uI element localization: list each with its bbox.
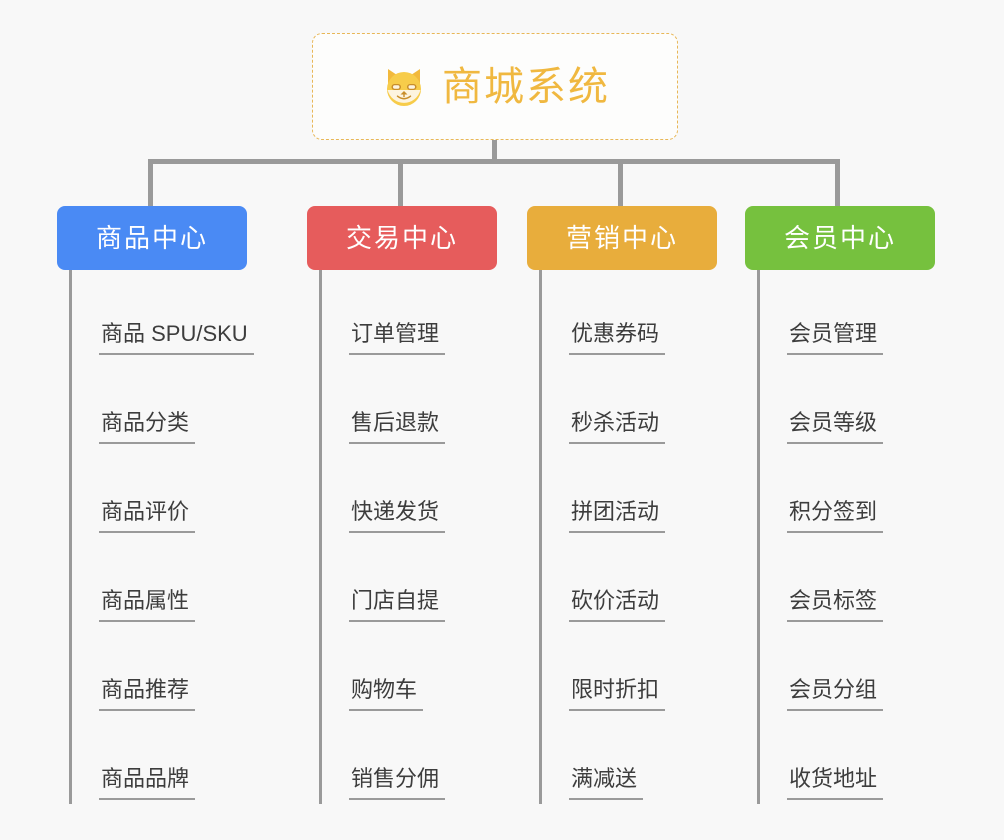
leaf-label: 限时折扣 (569, 677, 666, 711)
leaf-item[interactable]: 购物车 (319, 626, 497, 715)
leaf-label: 购物车 (349, 677, 424, 711)
leaf-label: 商品属性 (99, 588, 196, 622)
leaf-label: 优惠券码 (569, 321, 666, 355)
leaf-item[interactable]: 商品品牌 (69, 715, 247, 804)
branch-spine-1 (69, 270, 72, 804)
leaf-item[interactable]: 销售分佣 (319, 715, 497, 804)
connector-horizontal-bus (148, 159, 840, 164)
leaf-item[interactable]: 会员等级 (757, 359, 935, 448)
leaf-item[interactable]: 会员分组 (757, 626, 935, 715)
leaf-item[interactable]: 商品 SPU/SKU (69, 270, 254, 359)
leaf-label: 快递发货 (349, 499, 446, 533)
leaf-label: 收货地址 (787, 766, 884, 800)
branch-header-label: 营销中心 (565, 223, 678, 253)
leaf-label: 积分签到 (787, 499, 884, 533)
leaf-label: 商品 SPU/SKU (99, 321, 254, 355)
leaf-item[interactable]: 积分签到 (757, 448, 935, 537)
branch-leaf-list-4: 会员管理 会员等级 积分签到 会员标签 会员分组 收货地址 (745, 270, 935, 804)
leaf-label: 秒杀活动 (569, 410, 666, 444)
leaf-item[interactable]: 商品属性 (69, 537, 247, 626)
branch-header-1[interactable]: 商品中心 (57, 206, 247, 270)
branch-spine-4 (757, 270, 760, 804)
branch-header-label: 会员中心 (783, 223, 896, 253)
branch-leaf-list-3: 优惠券码 秒杀活动 拼团活动 砍价活动 限时折扣 满减送 (527, 270, 717, 804)
leaf-item[interactable]: 满减送 (539, 715, 717, 804)
branch-column-1: 商品中心 商品 SPU/SKU 商品分类 商品评价 商品属性 商品推荐 商品品牌 (57, 206, 254, 804)
leaf-label: 售后退款 (349, 410, 446, 444)
branch-header-2[interactable]: 交易中心 (307, 206, 497, 270)
leaf-label: 砍价活动 (569, 588, 666, 622)
leaf-item[interactable]: 收货地址 (757, 715, 935, 804)
leaf-label: 拼团活动 (569, 499, 666, 533)
branch-column-4: 会员中心 会员管理 会员等级 积分签到 会员标签 会员分组 收货地址 (745, 206, 935, 804)
connector-drop-4 (835, 159, 840, 207)
leaf-label: 会员分组 (787, 677, 884, 711)
leaf-label: 会员标签 (787, 588, 884, 622)
leaf-label: 门店自提 (349, 588, 446, 622)
branch-leaf-list-2: 订单管理 售后退款 快递发货 门店自提 购物车 销售分佣 (307, 270, 497, 804)
branch-header-label: 商品中心 (95, 223, 208, 253)
branch-leaf-list-1: 商品 SPU/SKU 商品分类 商品评价 商品属性 商品推荐 商品品牌 (57, 270, 254, 804)
branch-header-label: 交易中心 (345, 223, 458, 253)
leaf-item[interactable]: 商品推荐 (69, 626, 247, 715)
leaf-item[interactable]: 订单管理 (319, 270, 497, 359)
leaf-item[interactable]: 商品评价 (69, 448, 247, 537)
connector-drop-3 (618, 159, 623, 207)
leaf-label: 订单管理 (349, 321, 446, 355)
leaf-item[interactable]: 商品分类 (69, 359, 247, 448)
leaf-item[interactable]: 售后退款 (319, 359, 497, 448)
branch-column-3: 营销中心 优惠券码 秒杀活动 拼团活动 砍价活动 限时折扣 满减送 (527, 206, 717, 804)
leaf-label: 会员管理 (787, 321, 884, 355)
leaf-label: 商品品牌 (99, 766, 196, 800)
leaf-item[interactable]: 砍价活动 (539, 537, 717, 626)
leaf-item[interactable]: 快递发货 (319, 448, 497, 537)
branch-spine-3 (539, 270, 542, 804)
leaf-label: 销售分佣 (349, 766, 446, 800)
leaf-item[interactable]: 限时折扣 (539, 626, 717, 715)
leaf-item[interactable]: 拼团活动 (539, 448, 717, 537)
branch-header-4[interactable]: 会员中心 (745, 206, 935, 270)
leaf-label: 会员等级 (787, 410, 884, 444)
leaf-label: 商品推荐 (99, 677, 196, 711)
connector-root-stem (492, 140, 497, 164)
leaf-label: 商品评价 (99, 499, 196, 533)
root-node[interactable]: 商城系统 (312, 33, 678, 140)
connector-drop-2 (398, 159, 403, 207)
leaf-item[interactable]: 门店自提 (319, 537, 497, 626)
branch-header-3[interactable]: 营销中心 (527, 206, 717, 270)
branch-column-2: 交易中心 订单管理 售后退款 快递发货 门店自提 购物车 销售分佣 (307, 206, 497, 804)
branch-spine-2 (319, 270, 322, 804)
leaf-item[interactable]: 优惠券码 (539, 270, 717, 359)
connector-drop-1 (148, 159, 153, 207)
root-title: 商城系统 (442, 64, 610, 109)
leaf-label: 满减送 (569, 766, 644, 800)
leaf-item[interactable]: 会员管理 (757, 270, 935, 359)
leaf-item[interactable]: 会员标签 (757, 537, 935, 626)
dog-face-icon (387, 68, 421, 106)
leaf-item[interactable]: 秒杀活动 (539, 359, 717, 448)
leaf-label: 商品分类 (99, 410, 196, 444)
